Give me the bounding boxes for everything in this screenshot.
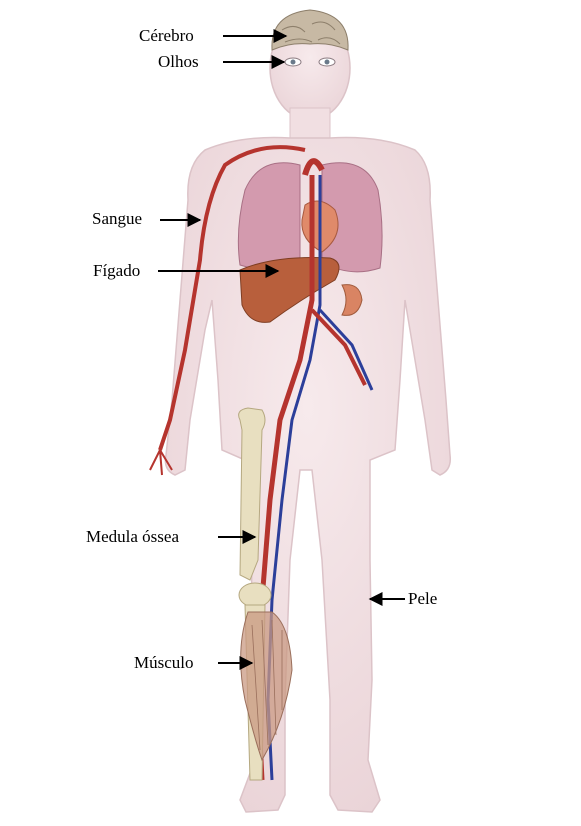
label-blood: Sangue: [92, 209, 143, 228]
label-muscle: Músculo: [134, 653, 194, 672]
label-liver: Fígado: [93, 261, 141, 280]
label-skin: Pele: [408, 589, 438, 608]
label-eyes: Olhos: [158, 52, 199, 71]
right-lung: [321, 162, 383, 273]
torso: [164, 136, 452, 813]
arm-artery: [158, 145, 306, 451]
label-bone-marrow: Medula óssea: [86, 527, 180, 546]
label-brain: Cérebro: [139, 26, 194, 45]
kidney: [341, 284, 363, 316]
